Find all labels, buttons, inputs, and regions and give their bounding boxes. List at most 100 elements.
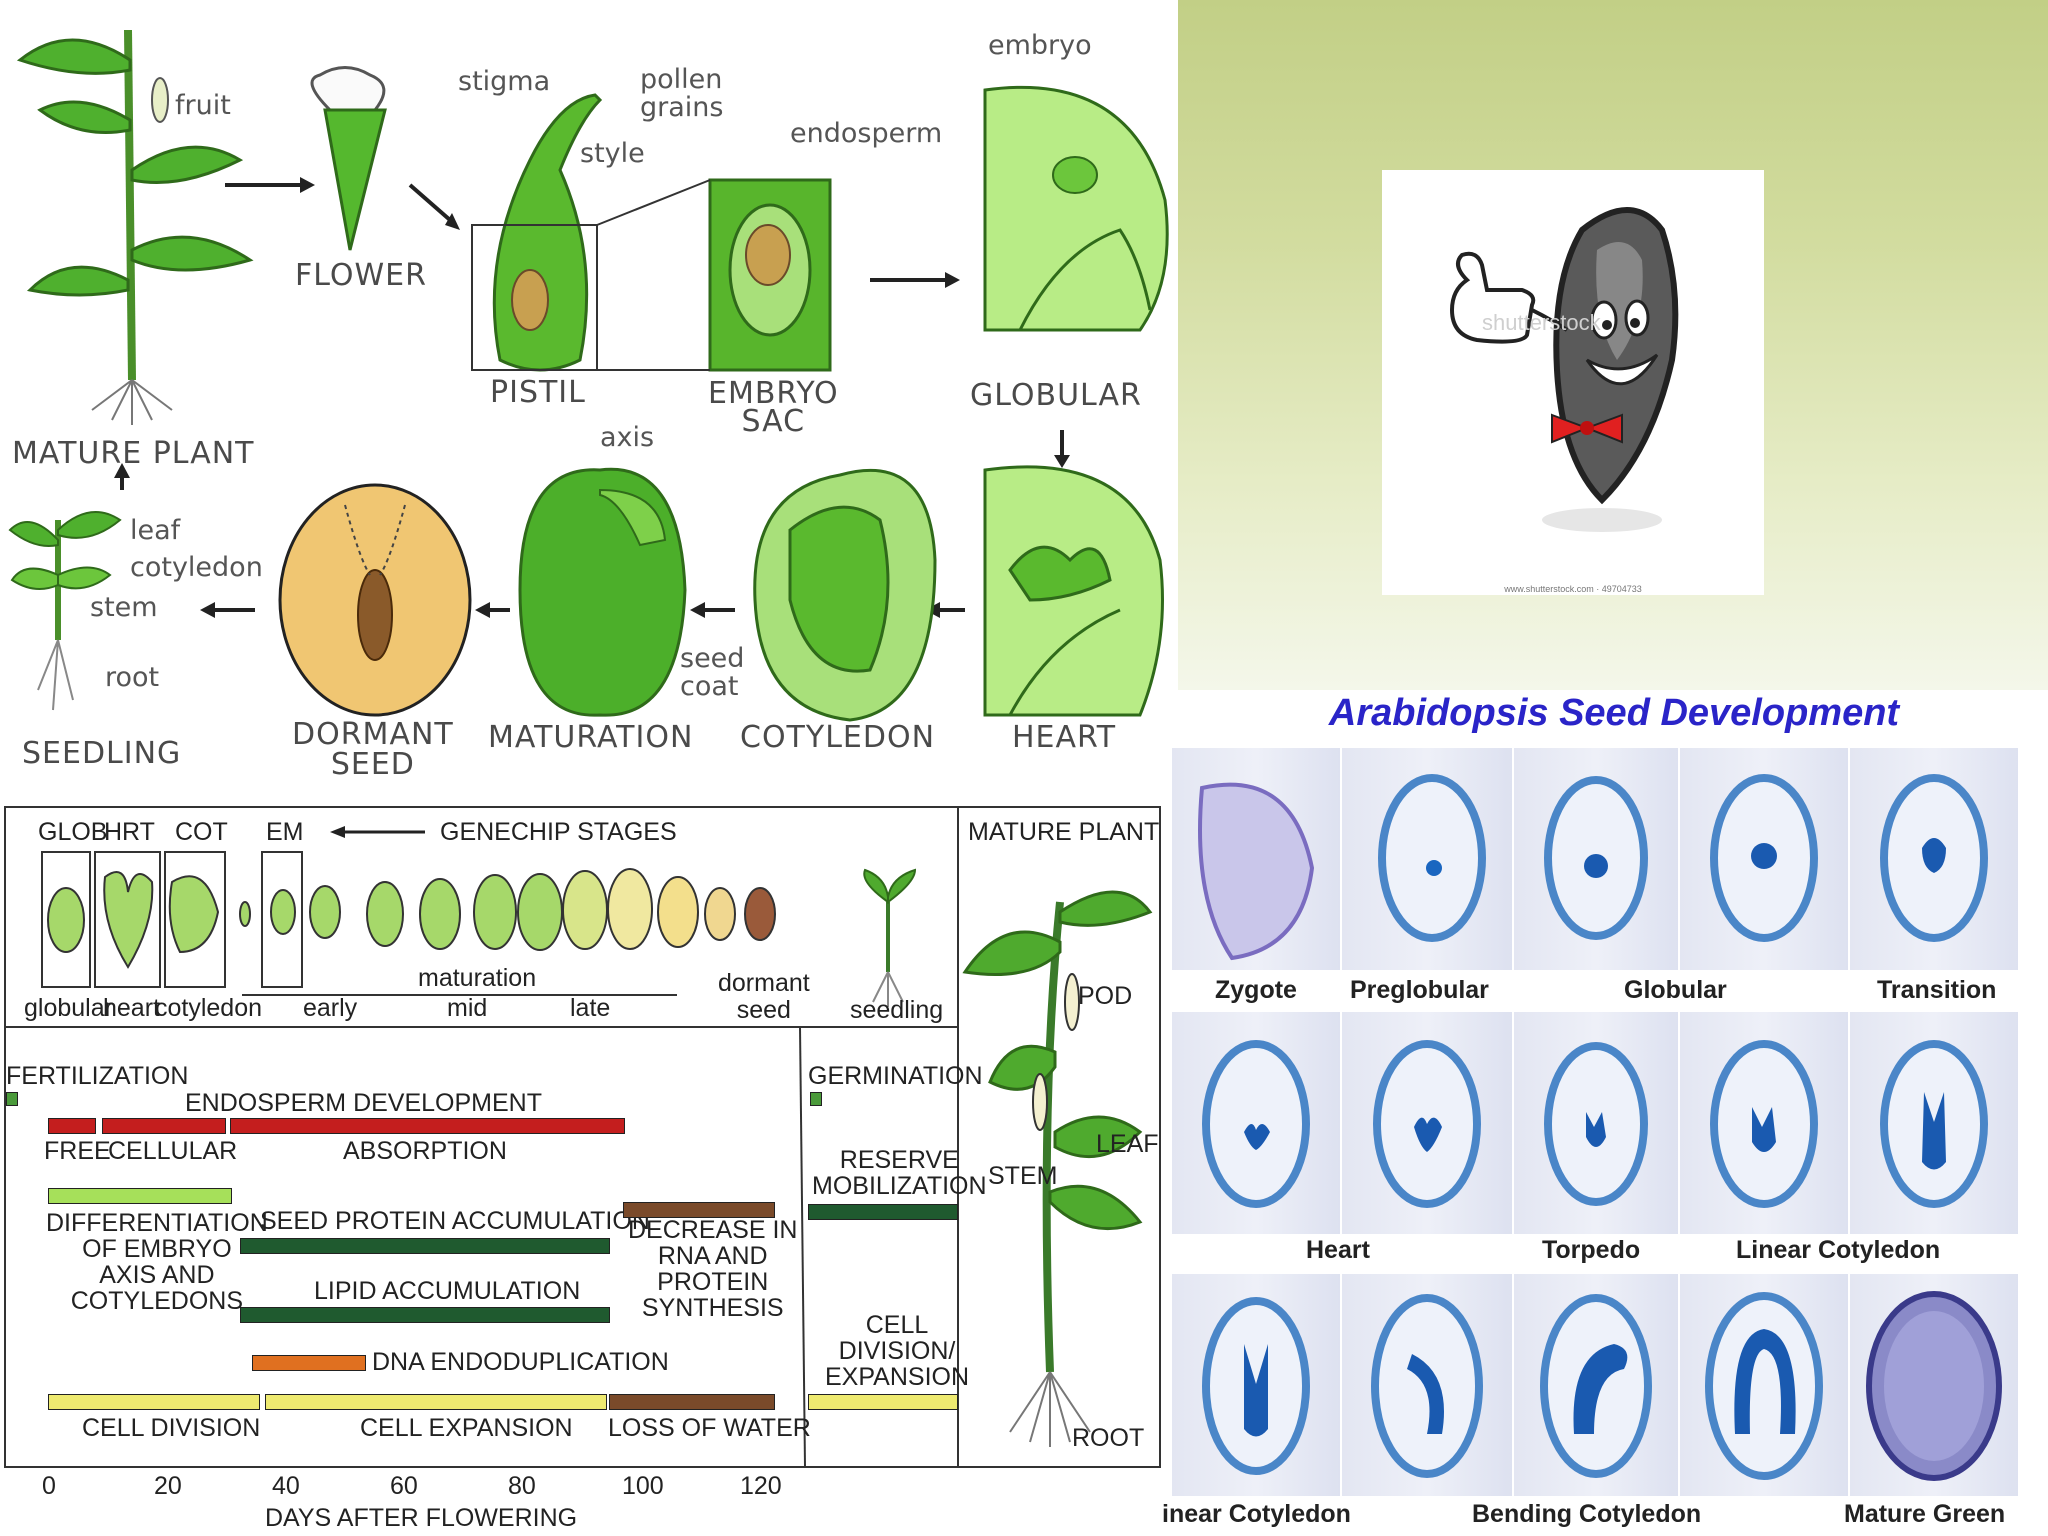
cell-division-expansion-label: CELL DIVISION/ EXPANSION bbox=[825, 1311, 970, 1391]
root-label: ROOT bbox=[1072, 1424, 1145, 1452]
bar-dna-endoduplication bbox=[252, 1355, 366, 1371]
caption-bending-cotyledon: Bending Cotyledon bbox=[1472, 1500, 1702, 1528]
stage-cot: COT bbox=[175, 818, 228, 846]
bar-lipid bbox=[240, 1307, 610, 1323]
absorption-label: ABSORPTION bbox=[343, 1137, 507, 1165]
label-dormant-seed: DORMANT SEED bbox=[292, 717, 454, 782]
micrograph-bending-cotyledon-3 bbox=[1680, 1274, 1848, 1496]
tick-20: 20 bbox=[154, 1472, 182, 1500]
caption-preglobular: Preglobular bbox=[1350, 976, 1489, 1004]
stem-label: STEM bbox=[988, 1162, 1058, 1190]
pod-label: POD bbox=[1078, 982, 1133, 1010]
tick-80: 80 bbox=[508, 1472, 536, 1500]
label-embryo-sac: EMBRYO SAC bbox=[708, 376, 839, 439]
x-axis-title: DAYS AFTER FLOWERING bbox=[265, 1504, 578, 1532]
micrograph-linear-cotyledon-2 bbox=[1172, 1274, 1340, 1496]
early-label: early bbox=[303, 994, 358, 1022]
tick-0: 0 bbox=[42, 1472, 56, 1500]
pistil-drawing bbox=[471, 93, 603, 372]
caption-torpedo: Torpedo bbox=[1542, 1236, 1641, 1264]
tick-120: 120 bbox=[740, 1472, 782, 1500]
lifecycle-art bbox=[8, 29, 1169, 722]
timeline-art bbox=[4, 806, 1161, 1468]
reserve-mobilization-label: RESERVE MOBILIZATION bbox=[812, 1146, 987, 1200]
micrograph-mature-green bbox=[1850, 1274, 2018, 1496]
label-stem: stem bbox=[90, 592, 158, 623]
seedling-drawing bbox=[8, 511, 122, 711]
label-flower: FLOWER bbox=[295, 258, 427, 293]
maturation-bracket bbox=[242, 994, 677, 996]
cell-expansion-label: CELL EXPANSION bbox=[360, 1414, 573, 1442]
micrograph-torpedo-1 bbox=[1514, 1012, 1678, 1234]
mature-plant-label: MATURE PLANT bbox=[968, 818, 1160, 846]
seed-development-timeline: GLOB HRT COT EM GENECHIP STAGES maturati… bbox=[0, 802, 1165, 1536]
leaf-label: LEAF bbox=[1096, 1130, 1159, 1158]
globular-drawing bbox=[983, 85, 1169, 332]
micrograph-heart-1 bbox=[1172, 1012, 1340, 1234]
differentiation-label: DIFFERENTIATION OF EMBRYO AXIS AND COTYL… bbox=[46, 1209, 268, 1315]
tick-100: 100 bbox=[622, 1472, 664, 1500]
bar-decrease-rna bbox=[623, 1202, 775, 1218]
loss-of-water-label: LOSS OF WATER bbox=[608, 1414, 811, 1442]
label-axis: axis bbox=[600, 422, 655, 453]
caption-linear-cotyledon: Linear Cotyledon bbox=[1736, 1236, 1941, 1264]
label-embryo: embryo bbox=[988, 30, 1092, 61]
germination-label: GERMINATION bbox=[808, 1062, 983, 1090]
micrograph-linear-cotyledon bbox=[1850, 1012, 2018, 1234]
label-leaf: leaf bbox=[130, 515, 181, 546]
micrograph-torpedo-2 bbox=[1680, 1012, 1848, 1234]
caption-zygote: Zygote bbox=[1215, 976, 1297, 1004]
fertilization-marker bbox=[6, 1092, 18, 1106]
label-pollen-grains: pollen grains bbox=[640, 64, 724, 123]
micrograph-bending-cotyledon-1 bbox=[1342, 1274, 1512, 1496]
dormant-seed-label: dormant seed bbox=[718, 969, 810, 1024]
endosperm-development-label: ENDOSPERM DEVELOPMENT bbox=[185, 1089, 543, 1117]
maturation-drawing bbox=[518, 467, 687, 717]
lifecycle-diagram: fruit FLOWER stigma pollen grains style … bbox=[0, 0, 1178, 790]
label-cotyledon-stage: COTYLEDON bbox=[740, 720, 936, 755]
stage-em: EM bbox=[266, 818, 304, 846]
heart-stage-drawing bbox=[983, 465, 1164, 717]
stage-glob: GLOB bbox=[38, 818, 108, 846]
caption-mature-green: Mature Green bbox=[1844, 1500, 2006, 1528]
bar-seed-protein bbox=[240, 1238, 610, 1254]
cotyledon-label: cotyledon bbox=[155, 994, 263, 1022]
tick-60: 60 bbox=[390, 1472, 418, 1500]
lipid-label: LIPID ACCUMULATION bbox=[314, 1277, 581, 1305]
globular-label: globular bbox=[24, 994, 113, 1022]
seed-mascot-art: shutterstock www.shutterstock.com · 4970… bbox=[1449, 207, 1679, 594]
bar-cell-division bbox=[48, 1394, 260, 1410]
mascot-caption: www.shutterstock.com · 49704733 bbox=[1503, 584, 1642, 594]
free-label: FREE bbox=[44, 1137, 111, 1165]
label-maturation: MATURATION bbox=[488, 720, 694, 755]
label-pistil: PISTIL bbox=[490, 375, 586, 410]
bar-cellular bbox=[102, 1118, 226, 1134]
label-seedling: SEEDLING bbox=[22, 736, 182, 771]
dormant-seed-drawing bbox=[278, 483, 472, 717]
late-label: late bbox=[570, 994, 611, 1022]
label-cotyledon: cotyledon bbox=[130, 552, 263, 583]
decrease-rna-label: DECREASE IN RNA AND PROTEIN SYNTHESIS bbox=[628, 1216, 798, 1322]
label-globular: GLOBULAR bbox=[970, 378, 1142, 413]
seedling-label: seedling bbox=[850, 996, 944, 1024]
label-endosperm: endosperm bbox=[790, 118, 943, 149]
tick-40: 40 bbox=[272, 1472, 300, 1500]
fertilization-label: FERTILIZATION bbox=[6, 1062, 189, 1090]
bar-cell-div-exp bbox=[808, 1394, 958, 1410]
micrograph-heart-2 bbox=[1342, 1012, 1512, 1234]
arabidopsis-title: Arabidopsis Seed Development bbox=[1328, 692, 1900, 734]
seed-mascot-image: shutterstock www.shutterstock.com · 4970… bbox=[1382, 170, 1764, 595]
label-seed-coat: seed coat bbox=[680, 643, 745, 702]
bar-reserve-mobilization bbox=[808, 1204, 958, 1220]
label-root: root bbox=[105, 662, 160, 693]
label-heart: HEART bbox=[1012, 720, 1117, 755]
bar-absorption bbox=[230, 1118, 625, 1134]
embryo-sac-drawing bbox=[596, 178, 832, 372]
micrograph-transition bbox=[1850, 748, 2018, 970]
flower-drawing bbox=[310, 66, 387, 251]
bar-free bbox=[48, 1118, 96, 1134]
micrograph-globular bbox=[1514, 748, 1678, 970]
stage-hrt: HRT bbox=[104, 818, 155, 846]
caption-globular: Globular bbox=[1624, 976, 1727, 1004]
mascot-watermark: shutterstock bbox=[1482, 310, 1602, 335]
